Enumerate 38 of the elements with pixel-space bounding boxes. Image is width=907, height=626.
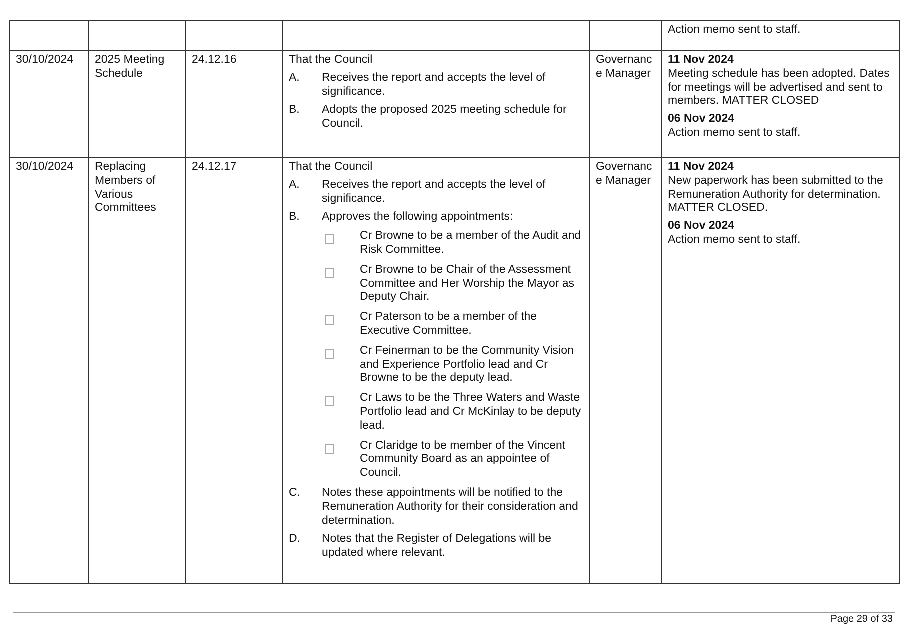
list-item-text: Cr Claridge to be member of the Vincent Community Board as an appointee of Council. [360, 440, 567, 481]
list-item-text: Cr Browne to be Chair of the Assessment Committee and Her Worship the Mayor as Deputy Chair. [360, 264, 576, 306]
list-marker: B. [289, 211, 301, 226]
intro-text: That the Council [289, 161, 374, 175]
list-marker: D. [289, 533, 302, 548]
list-marker: A. [289, 72, 301, 86]
list-marker: C. [289, 486, 302, 501]
page-number: Page 29 of 33 [830, 614, 893, 625]
resolution-number: 24.12.16 [192, 54, 238, 68]
list-marker: A. [289, 178, 301, 193]
list-item-text: Notes that the Register of Delegations will be updated where relevant. [322, 533, 552, 561]
list-item-text: Notes these appointments will be notified to the Remuneration Authority for their consideration and determination. [322, 486, 580, 528]
date-text: 30/10/2024 [16, 161, 75, 175]
list-item-text: Cr Feinerman to be the Community Vision and Experience Portfolio lead and Cr Browne to be the deputy lead. [360, 344, 575, 386]
list-item-text: Approves the following appointments: [322, 211, 514, 226]
subject-text: Replacing Members of Various Committees [95, 161, 158, 216]
list-item-text: Receives the report and accepts the level of significance. [322, 178, 547, 206]
update-note: Action memo sent to staff. [668, 126, 802, 141]
update-date: 06 Nov 2024 [668, 220, 736, 234]
update-date: 11 Nov 2024 [668, 161, 735, 175]
officer-name: Governance Manager [596, 161, 654, 189]
list-marker: B. [289, 104, 301, 118]
list-item-text: Adopts the proposed 2025 meeting schedule for Council. [322, 104, 568, 132]
update-note: New paperwork has been submitted to the Remuneration Authority for determination. MATTER CLOSED. [668, 174, 884, 216]
list-item-text: Cr Laws to be the Three Waters and Waste Portfolio lead and Cr McKinlay to be deputy lead. [360, 392, 582, 434]
subject-text: 2025 Meeting Schedule [95, 54, 166, 82]
list-item-text: Cr Paterson to be a member of the Executive Committee. [360, 311, 538, 339]
date-text: 30/10/2024 [16, 54, 75, 68]
update-date: 11 Nov 2024 [668, 54, 735, 68]
update-note: Action memo sent to staff. [668, 234, 802, 248]
update-note: Meeting schedule has been adopted. Dates for meetings will be advertised and sent to members. MATTER CLOSED [668, 68, 891, 110]
list-item-text: Receives the report and accepts the level of significance. [322, 72, 547, 100]
intro-text: That the Council [289, 54, 374, 68]
officer-name: Governance Manager [596, 54, 654, 82]
update-note: Action memo sent to staff. [668, 24, 802, 38]
list-item-text: Cr Browne to be a member of the Audit and Risk Committee. [360, 230, 582, 258]
resolution-number: 24.12.17 [192, 161, 238, 175]
update-date: 06 Nov 2024 [668, 113, 736, 127]
